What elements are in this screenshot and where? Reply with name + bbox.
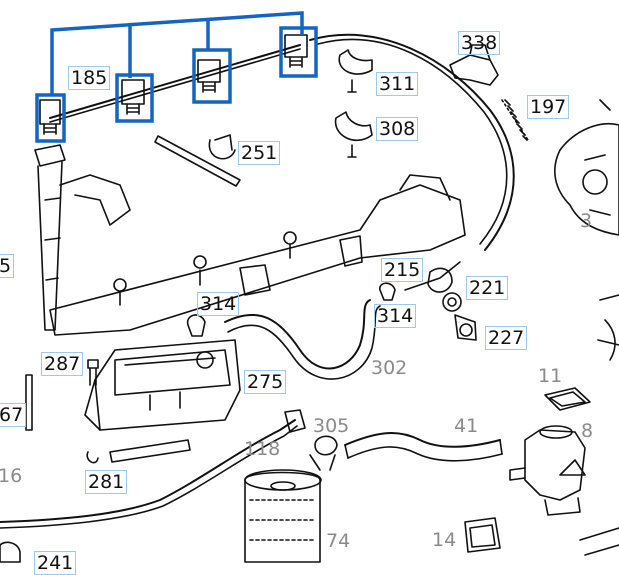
filter-base-275 xyxy=(84,339,241,431)
callout-314-lower[interactable]: 314 xyxy=(374,304,417,328)
fitting-3 xyxy=(197,59,221,93)
callout-118: 118 xyxy=(244,438,281,460)
callout-308[interactable]: 308 xyxy=(376,117,419,141)
clip-308 xyxy=(334,111,373,141)
injector xyxy=(34,144,131,331)
callout-11: 11 xyxy=(538,365,563,387)
fuel-line-185 xyxy=(49,44,301,119)
callout-3: 3 xyxy=(580,210,593,232)
bracket-338 xyxy=(449,54,499,86)
callout-67[interactable]: 67 xyxy=(0,403,27,427)
callout-8: 8 xyxy=(581,420,594,442)
gasket-11 xyxy=(544,387,591,411)
highlight-group xyxy=(35,11,318,143)
callout-314-upper[interactable]: 314 xyxy=(197,292,240,316)
washer-221 xyxy=(442,292,462,312)
callout-302: 302 xyxy=(371,357,408,379)
gasket-14 xyxy=(464,517,501,553)
callout-251[interactable]: 251 xyxy=(238,141,281,165)
hose-302 xyxy=(224,299,371,370)
leak-off-hose xyxy=(309,33,515,251)
strap-251 xyxy=(154,135,241,187)
return-line xyxy=(0,419,296,523)
valve-8 xyxy=(509,425,586,516)
rod-67 xyxy=(25,374,33,431)
banjo-215 xyxy=(404,261,461,293)
callout-305: 305 xyxy=(313,415,350,437)
callout-241[interactable]: 241 xyxy=(34,551,77,575)
fitting-1 xyxy=(39,99,61,135)
callout-16: 16 xyxy=(0,465,23,487)
exploded-view-drawing xyxy=(0,11,619,563)
callout-74: 74 xyxy=(326,530,351,552)
callout-287[interactable]: 287 xyxy=(41,352,84,376)
hose-41 xyxy=(344,432,501,448)
callout-215[interactable]: 215 xyxy=(381,258,424,282)
pipe-281 xyxy=(109,439,191,463)
banjo-bolt-227 xyxy=(454,314,477,341)
housing-3 xyxy=(554,123,619,236)
fuel-filter-74 xyxy=(244,471,321,563)
callout-185[interactable]: 185 xyxy=(68,66,111,90)
clip-311 xyxy=(338,49,373,75)
callout-221[interactable]: 221 xyxy=(466,276,509,300)
callout-41: 41 xyxy=(454,415,479,437)
callout-197[interactable]: 197 xyxy=(527,95,570,119)
fuel-rail xyxy=(49,174,466,336)
fitting-4 xyxy=(284,34,308,68)
callout-281[interactable]: 281 xyxy=(85,470,128,494)
callout-5[interactable]: 5 xyxy=(0,254,15,278)
clip-314-a xyxy=(186,314,206,337)
clip-314-b xyxy=(379,282,396,301)
callout-227[interactable]: 227 xyxy=(485,326,528,350)
parts-diagram: 185 338 311 197 308 251 3 5 215 221 314 … xyxy=(0,11,619,575)
callout-311[interactable]: 311 xyxy=(376,72,419,96)
fitting-2 xyxy=(121,79,145,115)
bolt-287 xyxy=(87,359,99,386)
callout-275[interactable]: 275 xyxy=(244,370,287,394)
clamp-305 xyxy=(309,435,338,471)
callout-14: 14 xyxy=(432,529,457,551)
callout-338[interactable]: 338 xyxy=(458,31,501,55)
